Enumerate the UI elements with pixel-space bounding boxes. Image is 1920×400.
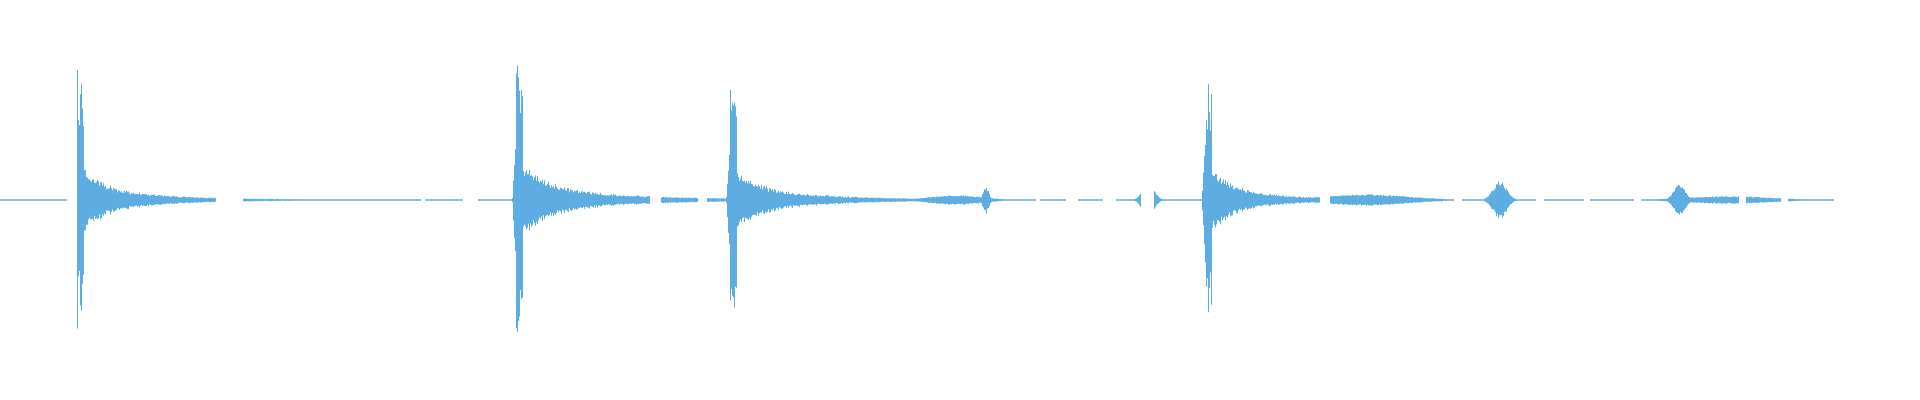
- waveform-bars: [0, 65, 1834, 332]
